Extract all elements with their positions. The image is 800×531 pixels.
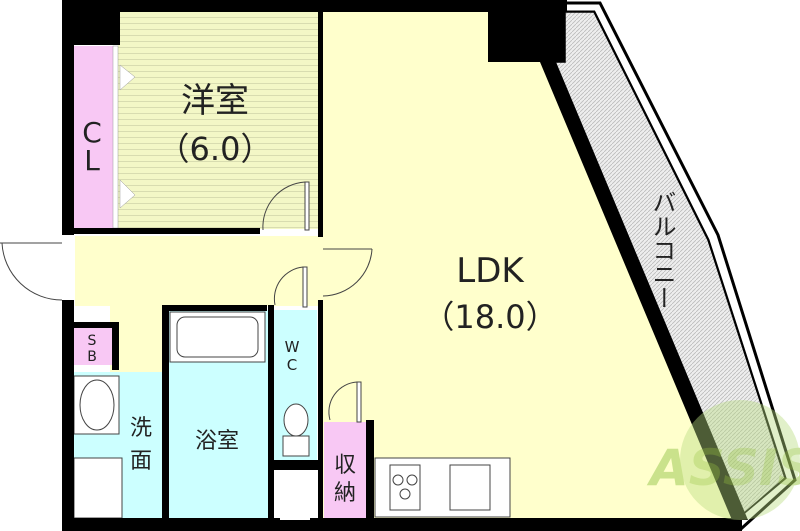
storage-label-1: 収 xyxy=(334,453,356,478)
storage-label-2: 納 xyxy=(334,481,356,506)
washroom-label-1: 洗 xyxy=(130,416,152,441)
ldk-room xyxy=(322,12,740,520)
svg-text:ASSIST: ASSIST xyxy=(646,439,800,497)
ldk-label: LDK xyxy=(456,251,525,291)
hallway xyxy=(75,236,322,306)
shoe-box-label-1: S xyxy=(88,333,97,349)
western-room-label: 洋室 xyxy=(181,81,249,121)
balcony-wall xyxy=(540,62,748,520)
shoe-box xyxy=(74,328,112,365)
storage-door[interactable] xyxy=(328,381,362,423)
balcony-label: バルコニー xyxy=(648,190,676,310)
closet-label-1: C xyxy=(82,116,102,149)
kitchen-counter xyxy=(374,457,511,518)
sink xyxy=(449,464,491,511)
stove xyxy=(389,464,421,511)
ldk-size: （18.0） xyxy=(422,298,557,336)
shoe-box-label-2: B xyxy=(87,349,97,365)
toilet xyxy=(283,403,309,437)
western-room-size: （6.0） xyxy=(158,130,273,168)
toilet-door[interactable] xyxy=(273,266,308,308)
western-room-door[interactable] xyxy=(262,181,310,231)
toilet-label-1: W xyxy=(285,338,300,356)
bathroom-label: 浴室 xyxy=(195,429,239,454)
entrance-door[interactable] xyxy=(0,242,63,301)
storage xyxy=(324,422,366,518)
closet-label-2: L xyxy=(84,144,100,177)
ldk-door[interactable] xyxy=(322,248,373,297)
washing-machine xyxy=(73,457,123,519)
washroom-label-2: 面 xyxy=(130,449,152,474)
assist-logo: ASSIST xyxy=(646,400,800,520)
walls xyxy=(62,0,742,531)
closet xyxy=(74,46,113,228)
western-room xyxy=(118,12,318,229)
toilet-label-2: C xyxy=(287,356,297,374)
